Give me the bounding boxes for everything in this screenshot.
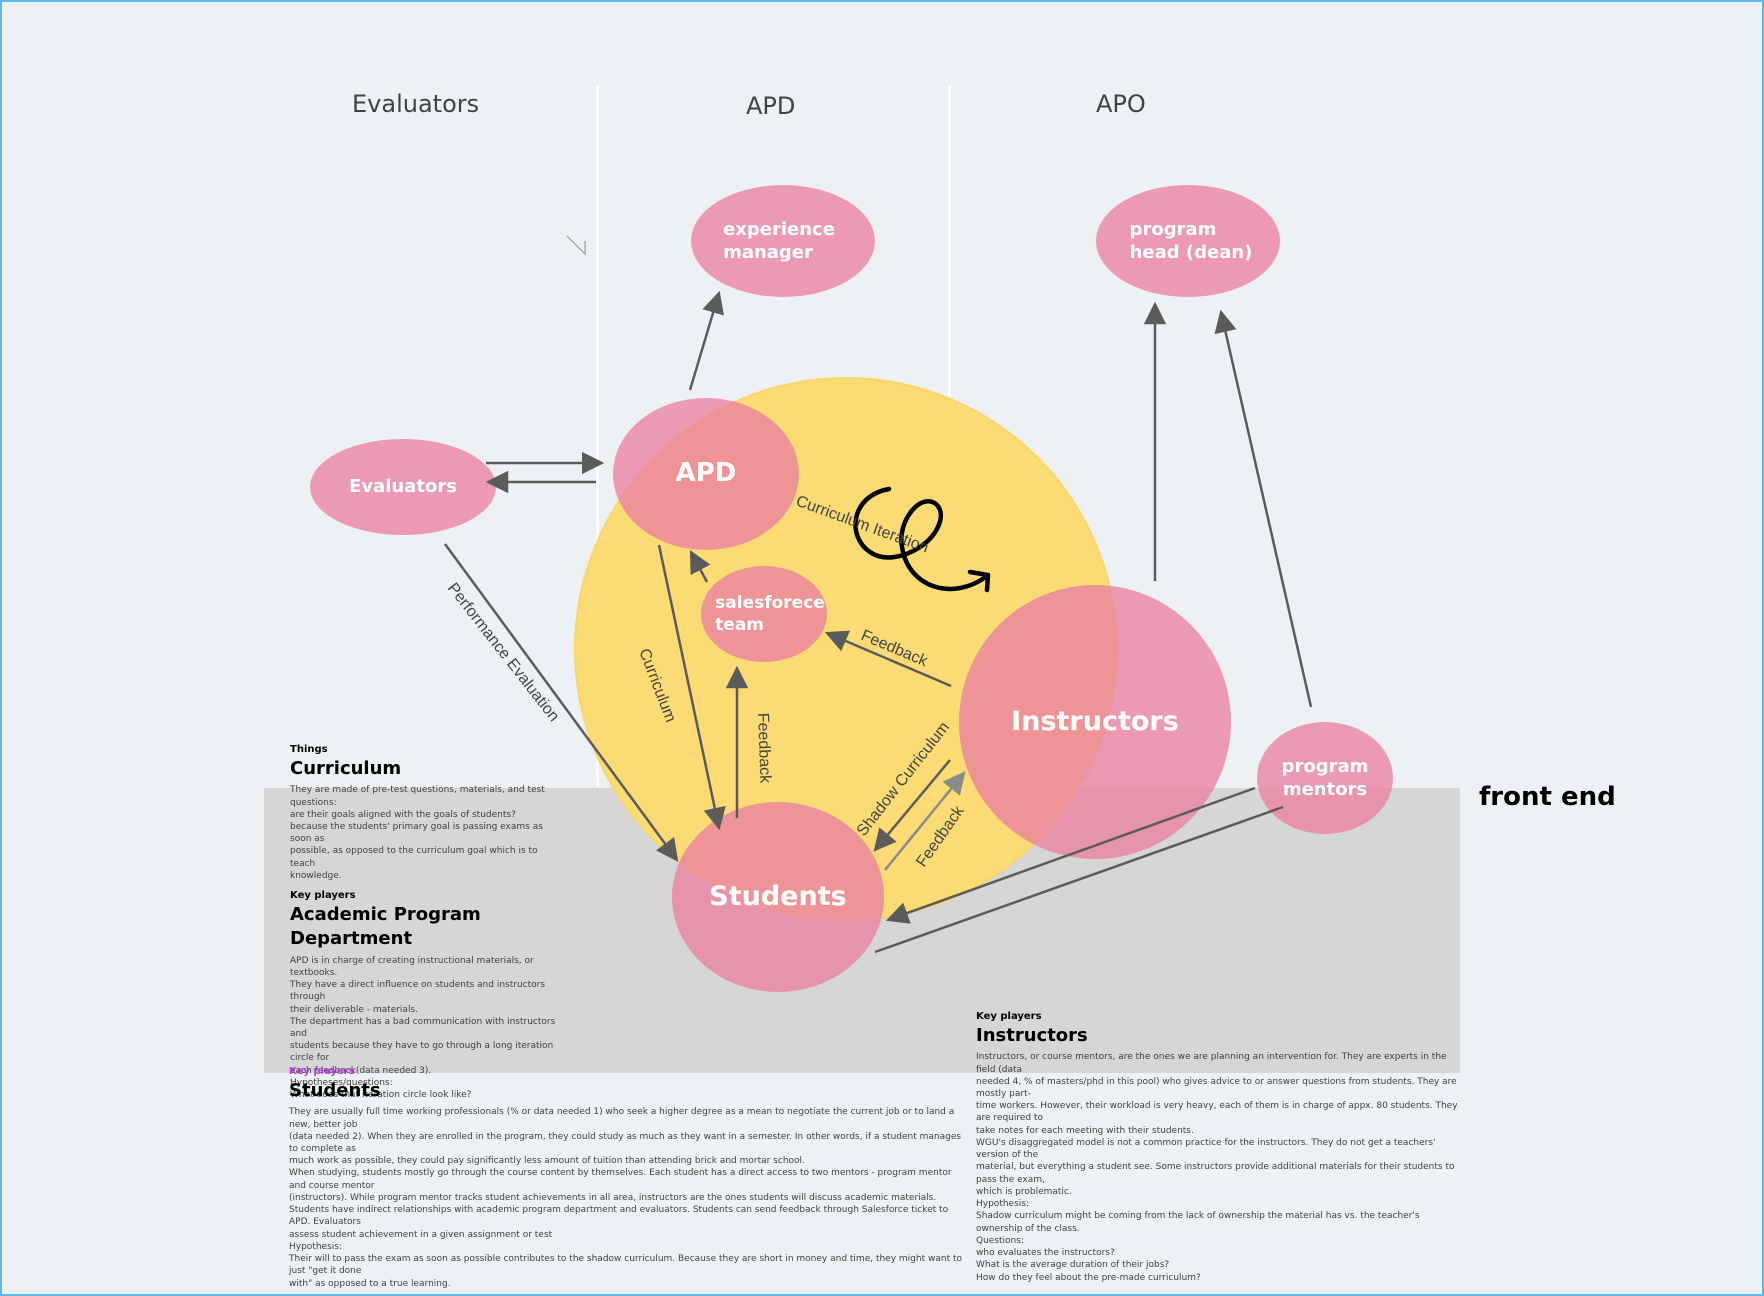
node-evaluators[interactable]: Evaluators [310, 439, 496, 535]
note-curriculum-category: Things [290, 744, 328, 755]
node-instructors[interactable]: Instructors [959, 585, 1231, 859]
column-header-apd: APD [746, 92, 796, 120]
column-header-apo: APO [1096, 90, 1146, 118]
note-apd: Key players Academic Program Department … [290, 890, 570, 1101]
node-salesforce-team[interactable]: salesforece team [701, 566, 827, 662]
node-salesforce-line1: salesforece [715, 592, 825, 613]
note-instructors-body: Instructors, or course mentors, are the … [976, 1052, 1458, 1283]
node-program-head-line2: head (dean) [1129, 242, 1253, 263]
node-program-head-line1: program [1129, 218, 1217, 240]
label-performance-evaluation: Performance Evaluation [444, 580, 563, 725]
note-instructors-title: Instructors [976, 1025, 1088, 1046]
node-program-mentors-line1: program [1281, 755, 1369, 777]
node-experience-manager-line2: manager [723, 242, 813, 263]
note-students-title: Students [289, 1080, 381, 1101]
column-divider-left [596, 86, 599, 786]
note-curriculum: Things Curriculum They are made of pre-t… [290, 744, 560, 882]
note-students-body: They are usually full time working profe… [289, 1107, 962, 1289]
node-program-head[interactable]: program head (dean) [1096, 185, 1280, 297]
edge-apd-to-experience-manager[interactable] [688, 290, 724, 391]
node-salesforce-line2: team [715, 615, 764, 635]
note-curriculum-title: Curriculum [290, 758, 402, 779]
node-program-mentors[interactable]: program mentors [1257, 722, 1393, 834]
note-apd-category: Key players [290, 890, 356, 901]
note-apd-body: APD is in charge of creating instruction… [290, 955, 556, 1101]
column-divider-right [948, 86, 951, 416]
node-apd[interactable]: APD [613, 398, 799, 550]
node-experience-manager-line1: experience [723, 218, 835, 240]
note-students: Key players Students They are usually fu… [289, 1066, 969, 1290]
note-curriculum-body: They are made of pre-test questions, mat… [290, 785, 545, 881]
edge-mentors-to-program-head[interactable] [1214, 309, 1313, 708]
note-students-category: Key players [289, 1066, 355, 1077]
node-experience-manager[interactable]: experience manager [691, 185, 875, 297]
note-instructors: Key players Instructors Instructors, or … [976, 1011, 1466, 1284]
front-end-label: front end [1479, 782, 1616, 812]
node-program-mentors-line2: mentors [1282, 779, 1368, 800]
note-apd-title: Academic Program Department [290, 904, 481, 950]
node-students[interactable]: Students [672, 802, 884, 992]
column-header-evaluators: Evaluators [352, 90, 480, 118]
note-instructors-category: Key players [976, 1011, 1042, 1022]
stray-pen-mark [566, 235, 586, 256]
